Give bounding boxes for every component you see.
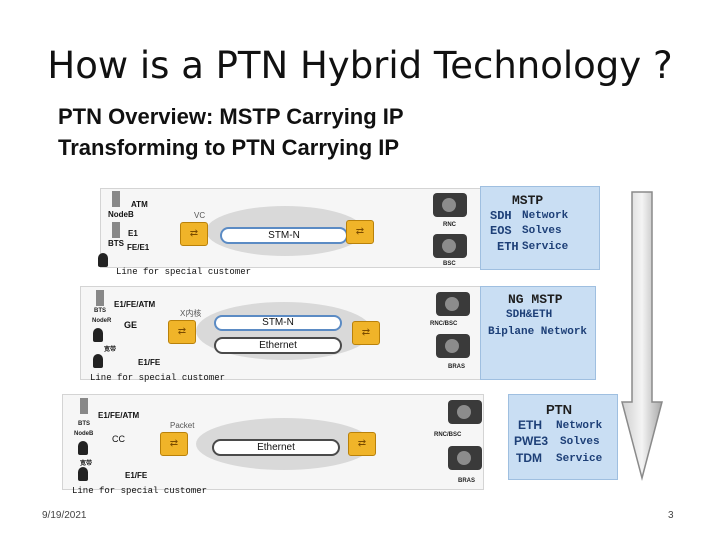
mstp-side-key-2: EOS bbox=[490, 224, 512, 238]
switch-icon: ⇄ bbox=[180, 222, 208, 246]
server-icon bbox=[433, 234, 467, 258]
mstp-e1-label: E1 bbox=[128, 229, 138, 238]
subtitle-line-1: PTN Overview: MSTP Carrying IP bbox=[58, 104, 404, 129]
ptn-rnc-label: RNC/BSC bbox=[434, 432, 462, 438]
mstp-stm-pipe: STM-N bbox=[220, 227, 348, 244]
mstp-side-key-3: ETH bbox=[497, 240, 519, 254]
ptn-bts-label: BTS bbox=[78, 421, 90, 427]
ptn-side-key-2: PWE3 bbox=[514, 434, 549, 448]
mstp-side-panel bbox=[480, 186, 600, 270]
ptn-packet-label: Packet bbox=[170, 421, 195, 430]
switch-icon: ⇄ bbox=[346, 220, 374, 244]
ngmstp-special-line-label: Line for special customer bbox=[90, 373, 226, 383]
mstp-side-val-1: Network bbox=[522, 210, 569, 222]
ngmstp-stm-pipe: STM-N bbox=[214, 315, 342, 331]
ptn-side-title: PTN bbox=[546, 402, 572, 417]
mstp-bsc-label: BSC bbox=[443, 261, 456, 267]
ngmstp-xnh-label: X内核 bbox=[180, 309, 202, 318]
ptn-kuan-label: 宽带 bbox=[80, 461, 93, 467]
ptn-nodeb-label: NodeB bbox=[74, 431, 94, 437]
server-icon bbox=[436, 292, 470, 316]
ngmstp-bts-label: BTS bbox=[94, 308, 106, 314]
server-icon bbox=[436, 334, 470, 358]
switch-icon: ⇄ bbox=[160, 432, 188, 456]
ngmstp-ethernet-pipe: Ethernet bbox=[214, 337, 342, 354]
ptn-cc-label: CC bbox=[112, 434, 125, 444]
ptn-side-panel bbox=[508, 394, 618, 480]
mstp-rnc-label: RNC bbox=[443, 222, 456, 228]
ptn-e1-label: E1/FE/ATM bbox=[98, 411, 140, 420]
mstp-atm-label: ATM bbox=[131, 200, 148, 209]
subtitle-line-2: Transforming to PTN Carrying IP bbox=[58, 135, 400, 160]
mstp-vc-label: VC bbox=[194, 211, 206, 220]
mstp-side-key-1: SDH bbox=[490, 209, 512, 223]
tower-icon bbox=[112, 191, 120, 207]
ngmstp-rnc-label: RNC/BSC bbox=[430, 321, 458, 327]
ptn-ethernet-pipe: Ethernet bbox=[212, 439, 340, 456]
mstp-fe-label: FE/E1 bbox=[127, 243, 150, 252]
footer-date: 9/19/2021 bbox=[42, 510, 87, 521]
person-icon bbox=[98, 253, 108, 267]
ptn-side-val-2: Solves bbox=[560, 436, 600, 448]
mstp-special-line-label: Line for special customer bbox=[116, 267, 252, 277]
ptn-special-line-label: Line for special customer bbox=[72, 486, 208, 496]
ngmstp-bras-label: BRAS bbox=[448, 364, 466, 370]
page-number: 3 bbox=[668, 510, 674, 521]
mstp-nodeb-label: NodeB bbox=[108, 210, 134, 219]
person-icon bbox=[93, 328, 103, 342]
mstp-bts-label: BTS bbox=[108, 239, 124, 248]
mstp-side-title: MSTP bbox=[512, 193, 544, 208]
tower-icon bbox=[80, 398, 88, 414]
ptn-side-val-3: Service bbox=[556, 453, 603, 465]
tower-icon bbox=[112, 222, 120, 238]
mstp-side-val-2: Solves bbox=[522, 225, 562, 237]
ptn-side-key-3: TDM bbox=[516, 451, 542, 465]
ngmstp-side-title: NG MSTP bbox=[508, 292, 563, 307]
ngmstp-side-panel bbox=[480, 286, 596, 380]
tower-icon bbox=[96, 290, 104, 306]
ngmstp-e1fe-label: E1/FE bbox=[138, 358, 161, 367]
server-icon bbox=[448, 446, 482, 470]
switch-icon: ⇄ bbox=[352, 321, 380, 345]
ngmstp-side-line-3: Biplane Network bbox=[488, 326, 588, 338]
ptn-side-val-1: Network bbox=[556, 420, 603, 432]
ngmstp-e1-label: E1/FE/ATM bbox=[114, 300, 156, 309]
ptn-bras-label: BRAS bbox=[458, 478, 476, 484]
switch-icon: ⇄ bbox=[348, 432, 376, 456]
mstp-side-val-3: Service bbox=[522, 241, 569, 253]
person-icon bbox=[78, 467, 88, 481]
server-icon bbox=[448, 400, 482, 424]
ngmstp-side-line-2: SDH&ETH bbox=[506, 309, 553, 321]
ngmstp-kuan-label: 宽带 bbox=[104, 347, 117, 353]
ptn-e1fe-label: E1/FE bbox=[125, 471, 148, 480]
slide-title: How is a PTN Hybrid Technology ? bbox=[47, 44, 673, 87]
person-icon bbox=[78, 441, 88, 455]
switch-icon: ⇄ bbox=[168, 320, 196, 344]
ngmstp-nodeb-label: NodeR bbox=[92, 318, 112, 324]
ngmstp-ge-label: GE bbox=[124, 320, 138, 330]
ptn-side-key-1: ETH bbox=[518, 418, 542, 432]
down-arrow-icon bbox=[621, 191, 663, 481]
person-icon bbox=[93, 354, 103, 368]
server-icon bbox=[433, 193, 467, 217]
